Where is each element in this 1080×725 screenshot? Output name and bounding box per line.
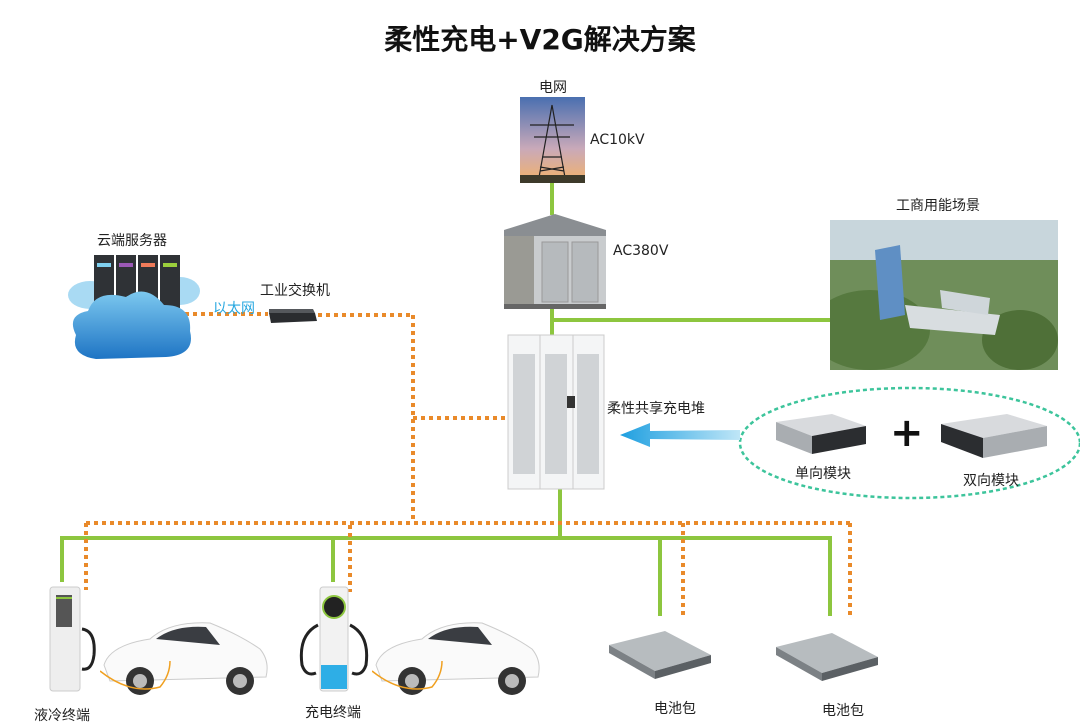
power-lines [60, 183, 832, 616]
commercial-label: 工商用能场景 [896, 198, 980, 214]
battery-pack-image [609, 631, 711, 679]
electric-car-image [372, 622, 540, 695]
unidirectional-module-label: 单向模块 [795, 466, 851, 482]
switch-label: 工业交换机 [260, 283, 330, 299]
grid-label: 电网 [539, 80, 567, 96]
plus-icon: + [890, 410, 924, 456]
arrow-icon [620, 423, 740, 447]
unidirectional-module-image [776, 414, 866, 454]
grid-voltage: AC10kV [590, 132, 645, 148]
battery-label: 电池包 [654, 701, 696, 717]
cabinet-label: 柔性共享充电堆 [607, 401, 705, 417]
bidirectional-module-image [941, 414, 1047, 458]
industrial-switch-image [269, 309, 317, 323]
bidirectional-module-label: 双向模块 [963, 473, 1019, 489]
transformer-image [504, 214, 606, 309]
ethernet-label: 以太网 [213, 301, 255, 317]
terminal-label: 充电终端 [305, 705, 361, 721]
liquid-cooled-terminal-image [49, 586, 96, 692]
transformer-voltage: AC380V [613, 243, 669, 259]
commercial-building-image [830, 220, 1058, 370]
cloud-server-image [68, 255, 200, 359]
terminal-label: 液冷终端 [34, 708, 90, 724]
cloud-label: 云端服务器 [97, 233, 167, 249]
data-lines [84, 312, 852, 616]
battery-label: 电池包 [822, 703, 864, 719]
page-title: 柔性充电+V2G解决方案 [384, 23, 696, 56]
battery-pack-image [776, 633, 878, 681]
electric-car-image [100, 622, 268, 695]
charging-cabinet-image [507, 334, 605, 490]
power-tower-image [520, 97, 585, 183]
charging-terminal-image [299, 586, 369, 692]
